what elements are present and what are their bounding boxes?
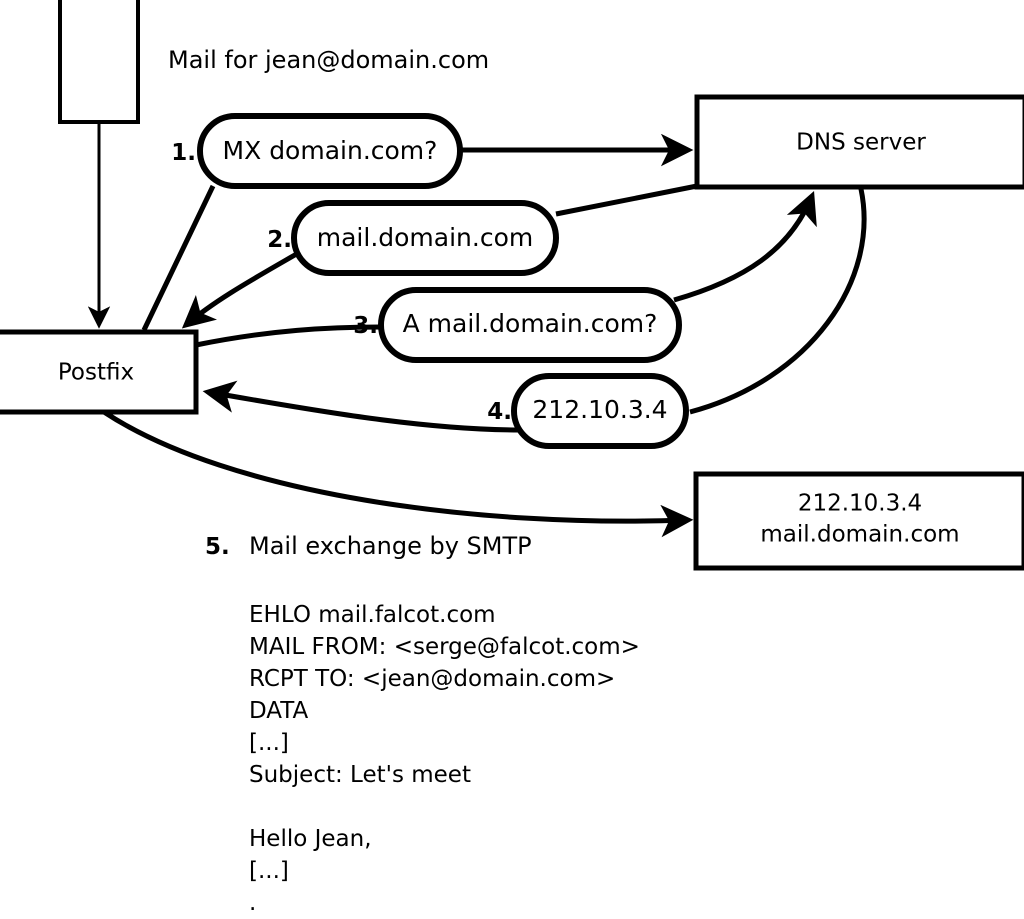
step-1-bubble	[197, 113, 463, 189]
smtp-line-7: Hello Jean,	[249, 826, 372, 852]
node-postfix-label: Postfix	[58, 360, 134, 386]
step-2-number: 2.	[267, 227, 292, 253]
step-3-number: 3.	[353, 313, 378, 339]
diagram-title: Mail for jean@domain.com	[168, 46, 489, 74]
node-dns-box	[694, 94, 1024, 190]
smtp-line-2: RCPT TO: <jean@domain.com>	[249, 666, 615, 692]
connector-dns-to-step4	[689, 188, 867, 415]
smtp-line-4: [...]	[249, 730, 289, 756]
step-3-bubble	[378, 287, 682, 363]
node-dns-label: DNS server	[796, 130, 926, 156]
step-2-label: mail.domain.com	[317, 223, 533, 252]
step-5-number: 5.	[205, 534, 230, 560]
smtp-line-8: [...]	[249, 858, 289, 884]
smtp-line-9: .	[249, 890, 256, 916]
node-mailserver-box	[693, 471, 1024, 571]
step-4-number: 4.	[487, 399, 512, 425]
step-1-number: 1.	[171, 140, 196, 166]
node-client-box	[58, 0, 140, 124]
connector-postfix-to-step3	[195, 324, 381, 348]
step-4-bubble	[511, 373, 689, 449]
connector-step2-to-postfix	[181, 249, 302, 329]
connector-dns-to-step2	[555, 183, 698, 217]
step-4-label: 212.10.3.4	[532, 395, 667, 424]
connector-postfix-to-step1	[141, 184, 216, 332]
step-1-label: MX domain.com?	[223, 136, 438, 165]
smtp-line-3: DATA	[249, 698, 309, 724]
smtp-line-5: Subject: Let's meet	[249, 762, 471, 788]
step-5-title: Mail exchange by SMTP	[249, 532, 532, 560]
smtp-line-1: MAIL FROM: <serge@falcot.com>	[249, 634, 640, 660]
node-mailserver-ip: 212.10.3.4	[798, 491, 922, 517]
smtp-line-0: EHLO mail.falcot.com	[249, 602, 496, 628]
step-3-label: A mail.domain.com?	[403, 309, 658, 338]
step-2-bubble	[291, 200, 559, 276]
connector-postfix-to-mailserver	[102, 409, 694, 538]
node-mailserver-host: mail.domain.com	[760, 522, 959, 548]
connector-step4-to-postfix	[202, 380, 521, 433]
node-postfix-box	[0, 329, 199, 415]
connector-step3-to-dns	[673, 190, 817, 303]
